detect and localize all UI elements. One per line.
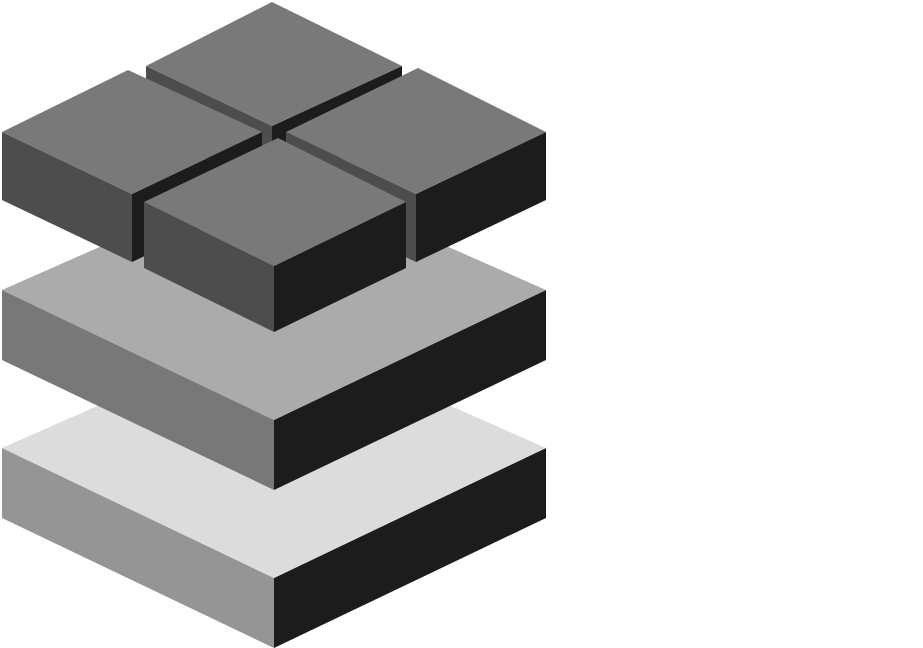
top-blocks [2,2,546,332]
top-block-front-top-face [144,138,406,266]
top-block-front-right-face [274,202,406,332]
top-block-right-right-face [416,132,546,262]
top-block-left-top-face [2,70,262,194]
bottom-slab-right-face [274,448,546,648]
top-block-back-top-face [146,2,402,126]
bottom-slab-left-face [2,448,274,648]
top-block-front-left-face [144,202,274,332]
top-block-right-top-face [286,68,546,194]
top-block-front [144,138,406,332]
top-block-left-left-face [2,132,132,262]
middle-slab-right-face [274,290,546,490]
middle-slab-left-face [2,290,274,490]
